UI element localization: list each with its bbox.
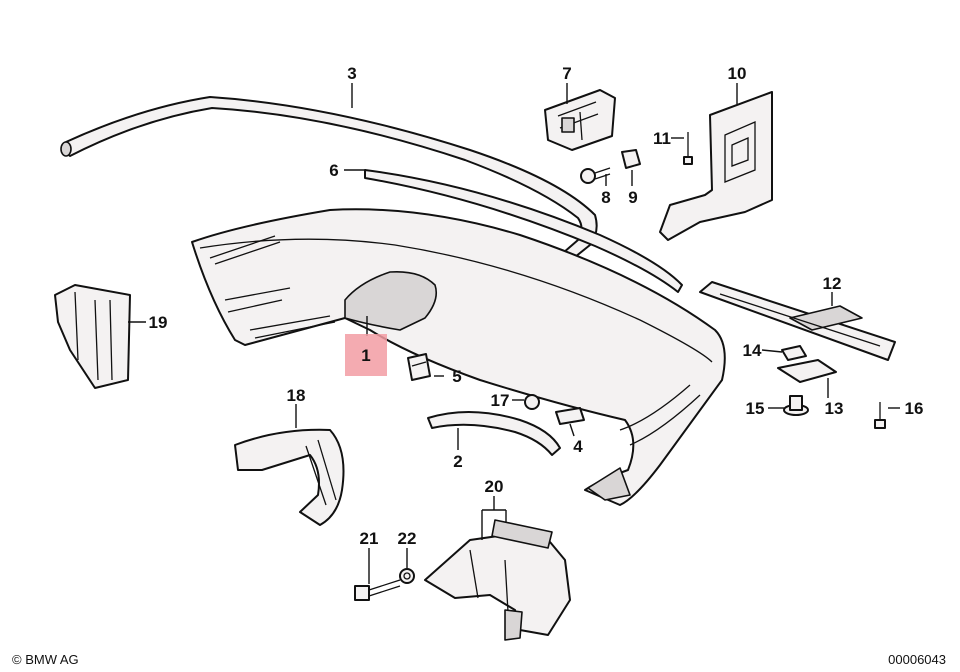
callouts: 1 2 3 4 5 6 7 8 9 10 11 12 13 14 15 16 1… <box>149 64 924 548</box>
part-1-bumper-cover[interactable] <box>191 208 726 506</box>
leader-lines <box>128 83 900 584</box>
part-21-bolt[interactable] <box>354 579 401 601</box>
callout-9[interactable]: 9 <box>628 188 637 207</box>
part-16-screw[interactable] <box>874 402 886 429</box>
callout-20[interactable]: 20 <box>485 477 504 496</box>
part-19-side-bracket[interactable] <box>54 284 131 389</box>
part-10-support[interactable] <box>659 91 773 241</box>
callout-11[interactable]: 11 <box>653 129 671 148</box>
part-22-washer[interactable] <box>399 568 415 584</box>
callout-18[interactable]: 18 <box>287 386 306 405</box>
callout-17[interactable]: 17 <box>491 391 510 410</box>
part-13-bracket-plate[interactable] <box>777 359 837 383</box>
callout-16[interactable]: 16 <box>905 399 924 418</box>
copyright-label: © BMW AG <box>12 652 79 667</box>
part-12-reinforcement[interactable] <box>699 281 896 361</box>
callout-7[interactable]: 7 <box>562 64 571 83</box>
callout-5[interactable]: 5 <box>452 367 461 386</box>
callout-6[interactable]: 6 <box>329 161 338 180</box>
part-6-moulding[interactable] <box>364 169 683 293</box>
part-11-bolt[interactable] <box>683 132 693 165</box>
callout-2[interactable]: 2 <box>453 452 462 471</box>
diagram-number: 00006043 <box>888 652 946 667</box>
callout-21[interactable]: 21 <box>360 529 379 548</box>
highlight-part-1 <box>345 334 387 376</box>
callout-14[interactable]: 14 <box>743 341 762 360</box>
callout-19[interactable]: 19 <box>149 313 168 332</box>
part-20-mounting-bracket[interactable] <box>424 519 571 641</box>
part-17-grommet[interactable] <box>524 394 540 410</box>
callout-10[interactable]: 10 <box>728 64 747 83</box>
part-5-clip[interactable] <box>407 353 431 381</box>
part-14-clip[interactable] <box>781 345 807 361</box>
callout-4[interactable]: 4 <box>573 437 583 456</box>
part-8-screw[interactable] <box>580 167 611 184</box>
part-7-bracket[interactable] <box>544 89 616 151</box>
callout-8[interactable]: 8 <box>601 188 610 207</box>
callout-15[interactable]: 15 <box>746 399 765 418</box>
callout-3[interactable]: 3 <box>347 64 356 83</box>
part-15-rivet[interactable] <box>783 395 809 416</box>
callout-12[interactable]: 12 <box>823 274 842 293</box>
callout-13[interactable]: 13 <box>825 399 844 418</box>
part-2-curved-bracket[interactable] <box>427 411 561 456</box>
callout-22[interactable]: 22 <box>398 529 417 548</box>
part-4-clip[interactable] <box>555 407 585 425</box>
part-9-clip-nut[interactable] <box>621 149 641 169</box>
part-18-guide[interactable] <box>234 428 345 526</box>
callout-1[interactable]: 1 <box>361 346 370 365</box>
